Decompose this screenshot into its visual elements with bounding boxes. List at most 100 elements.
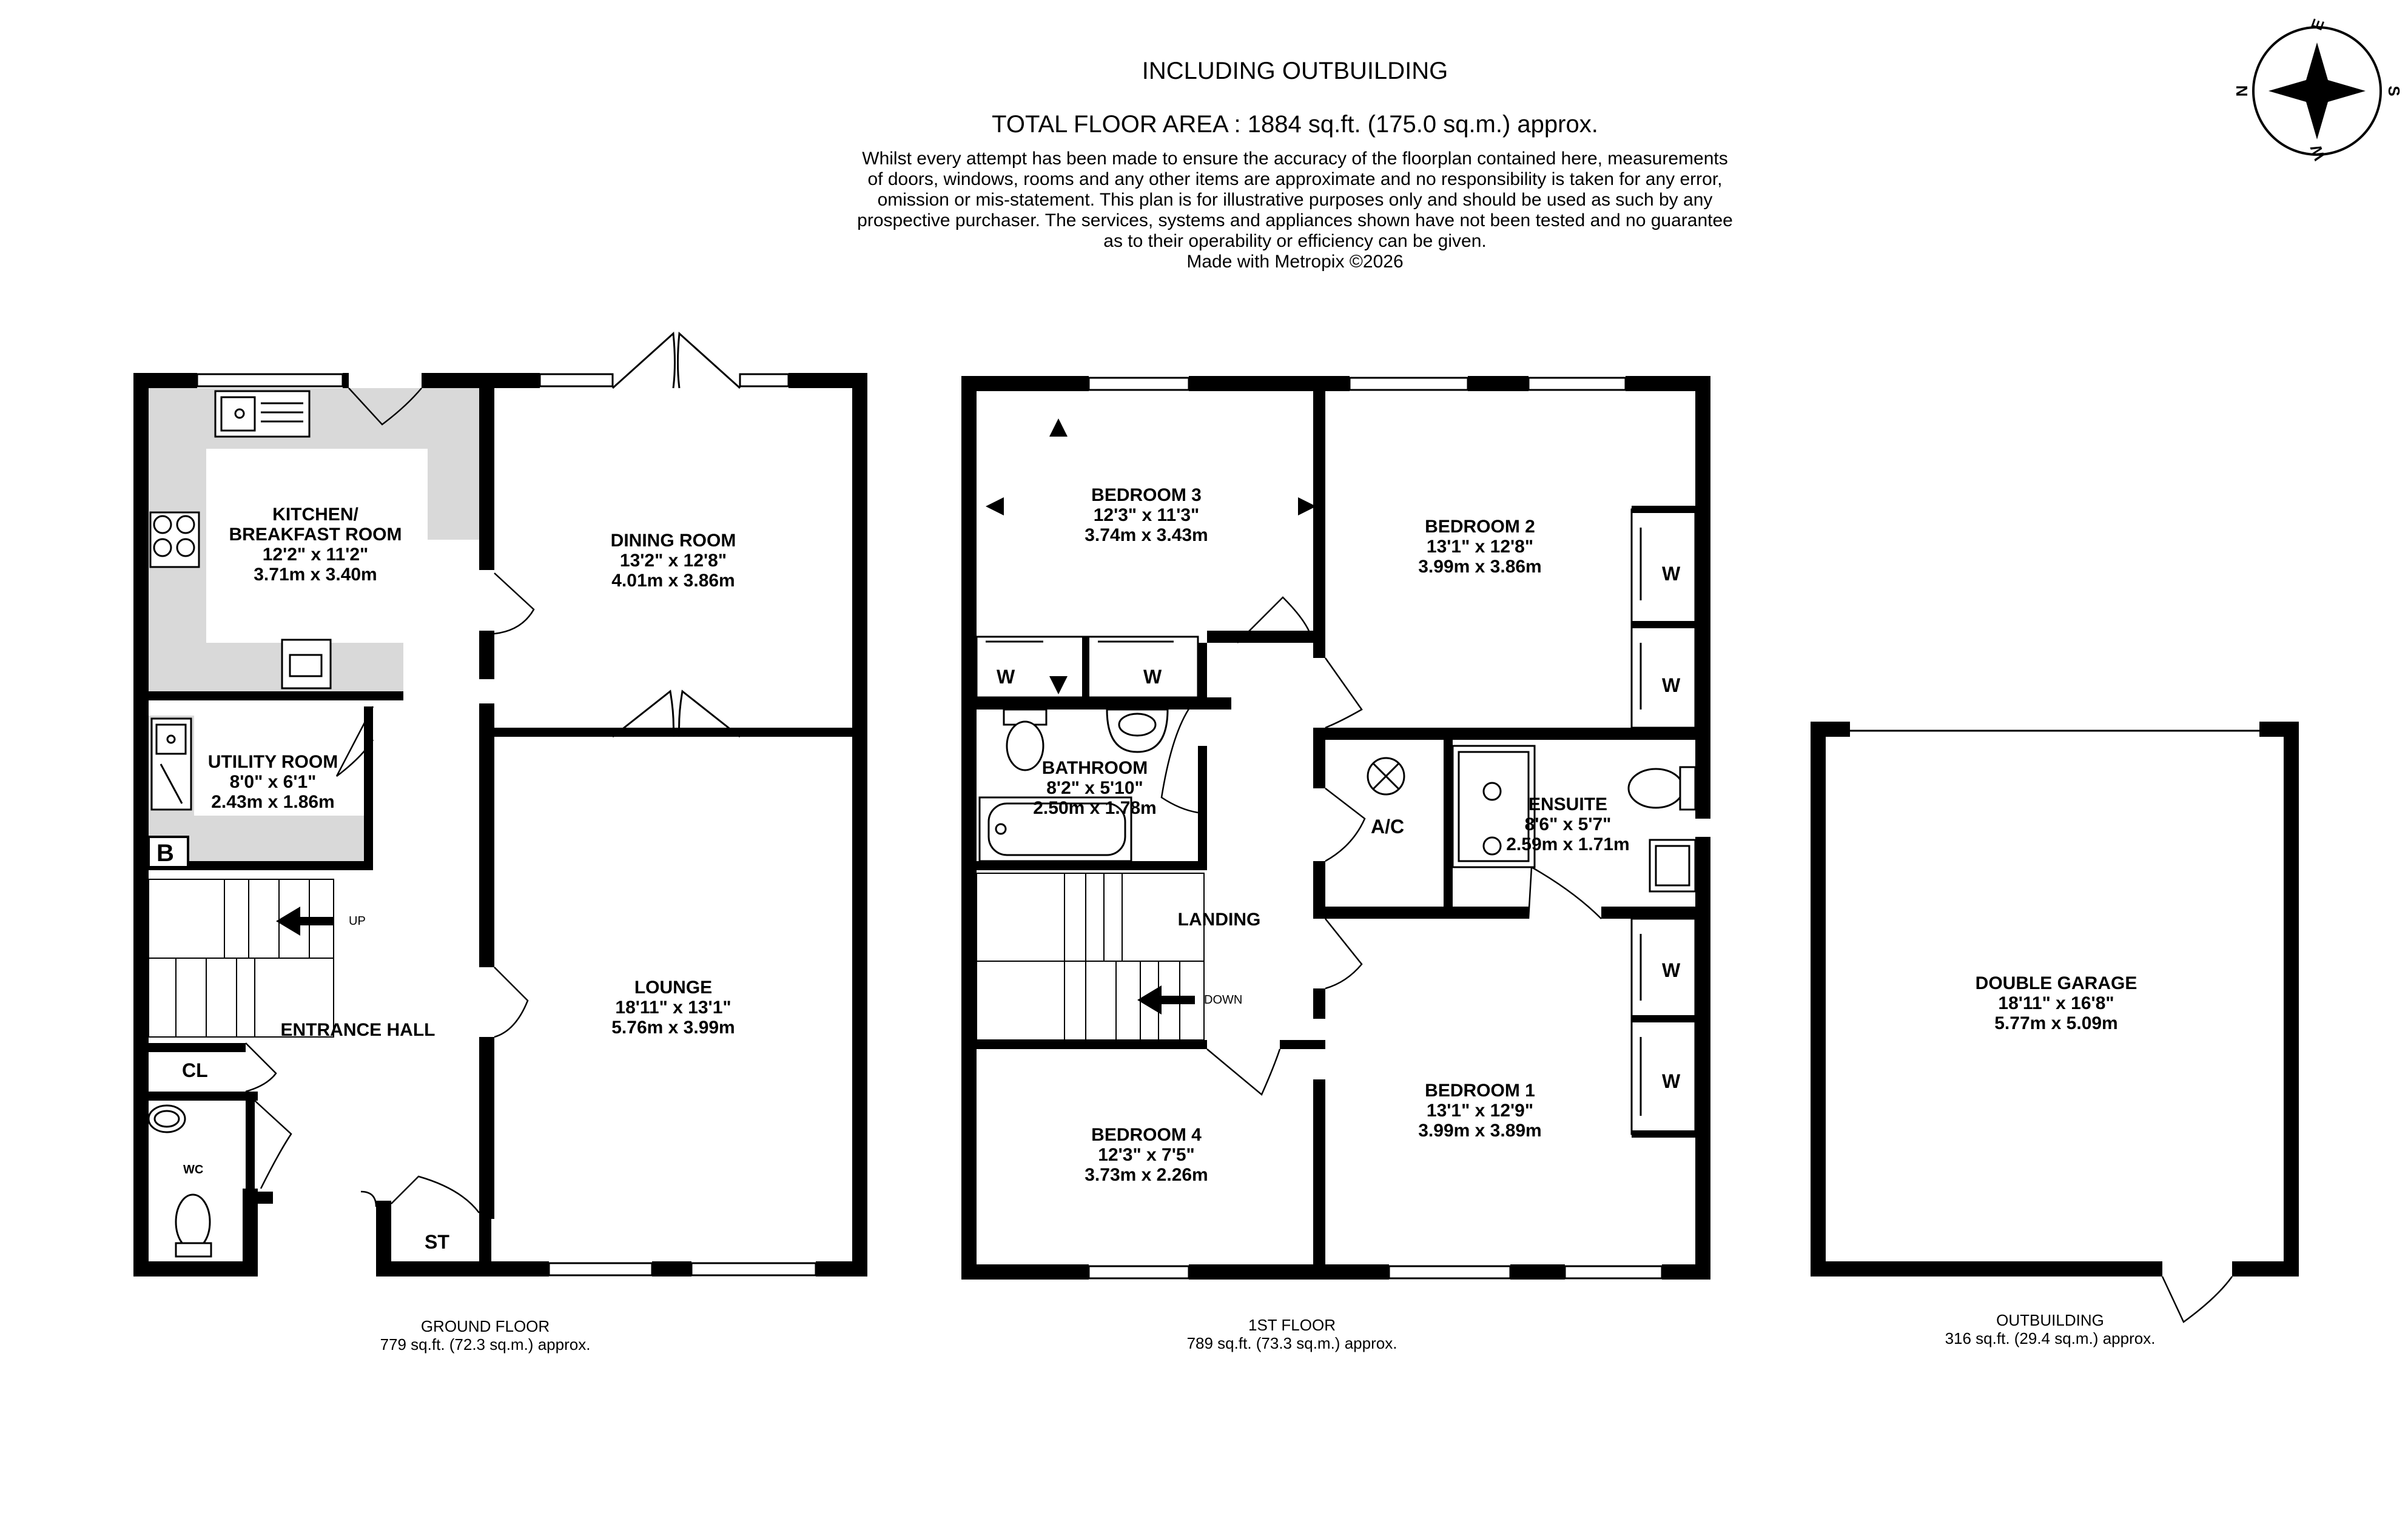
first-windows <box>962 377 1663 1280</box>
bedroom1-name: BEDROOM 1 <box>1425 1081 1535 1101</box>
bedroom1-metric: 3.99m x 3.89m <box>1418 1121 1542 1141</box>
entrance-hall-name: ENTRANCE HALL <box>280 1020 436 1040</box>
disclaimer-line: omission or mis-statement. This plan is … <box>877 190 1713 210</box>
ground-floor-area: 779 sq.ft. (72.3 sq.m.) approx. <box>380 1335 591 1354</box>
stairs-up-arrow <box>276 907 334 936</box>
ground-doors <box>245 387 535 1213</box>
ground-floor-plan <box>133 331 867 1276</box>
stairs-down-label: DOWN <box>1204 993 1243 1007</box>
utility-label: UTILITY ROOM 8'0" x 6'1" 2.43m x 1.86m <box>194 752 352 812</box>
bedroom3-label: BEDROOM 3 12'3" x 11'3" 3.74m x 3.43m <box>1055 485 1237 545</box>
bedroom2-label: BEDROOM 2 13'1" x 12'8" 3.99m x 3.86m <box>1389 517 1571 577</box>
ensuite-basin-icon <box>1649 839 1697 893</box>
bedroom1-wardrobes <box>1630 918 1697 1138</box>
lounge-imperial: 18'11" x 13'1" <box>615 998 731 1018</box>
total-floor-area: TOTAL FLOOR AREA : 1884 sq.ft. (175.0 sq… <box>992 111 1598 138</box>
bedroom3-wardrobes <box>975 636 1199 699</box>
cloak-cupboard-label: CL <box>182 1059 208 1081</box>
lounge-label: LOUNGE 18'11" x 13'1" 5.76m x 3.99m <box>582 978 764 1038</box>
airing-cupboard-label: A/C <box>1371 816 1405 837</box>
oven-icon <box>281 639 332 689</box>
hob-icon <box>149 511 200 568</box>
first-stairs <box>976 873 1205 1041</box>
bedroom4-metric: 3.73m x 2.26m <box>1085 1165 1208 1185</box>
ground-floor-name: GROUND FLOOR <box>420 1317 550 1335</box>
wardrobe-label: W <box>997 666 1015 688</box>
stairs-down-arrow <box>1137 985 1195 1015</box>
ensuite-name: ENSUITE <box>1528 794 1608 814</box>
first-inner-walls <box>977 391 1695 1280</box>
garage-side-door <box>2161 1276 2233 1323</box>
bedroom2-name: BEDROOM 2 <box>1425 517 1535 537</box>
compass-east: E <box>2307 16 2328 33</box>
bedroom1-label: BEDROOM 1 13'1" x 12'9" 3.99m x 3.89m <box>1389 1081 1571 1141</box>
bedroom3-imperial: 12'3" x 11'3" <box>1093 505 1200 525</box>
first-floor-area: 789 sq.ft. (73.3 sq.m.) approx. <box>1186 1334 1397 1352</box>
wc-label: WC <box>183 1163 204 1176</box>
ac-unit-icon <box>1367 757 1405 796</box>
first-outer-walls <box>961 376 1710 1280</box>
ground-windows <box>133 373 817 1276</box>
entrance-hall-label: ENTRANCE HALL <box>261 1020 455 1040</box>
disclaimer: Whilst every attempt has been made to en… <box>688 149 1902 272</box>
disclaimer-line: Whilst every attempt has been made to en… <box>862 149 1728 169</box>
first-floor-caption: 1ST FLOOR 789 sq.ft. (73.3 sq.m.) approx… <box>1122 1316 1462 1352</box>
garage-label: DOUBLE GARAGE 18'11" x 16'8" 5.77m x 5.0… <box>1959 973 2153 1033</box>
bathroom-toilet-icon <box>1003 708 1048 771</box>
lounge-name: LOUNGE <box>634 978 713 998</box>
bathroom-label: BATHROOM 8'2" x 5'10" 2.50m x 1.78m <box>1004 758 1186 818</box>
kitchen-name-1: KITCHEN/ <box>272 505 358 525</box>
wc-toilet-icon <box>175 1193 212 1258</box>
garage-imperial: 18'11" x 16'8" <box>1998 993 2114 1013</box>
disclaimer-line: as to their operability or efficiency ca… <box>1103 231 1487 251</box>
wc-basin-icon <box>147 1104 186 1133</box>
bedroom4-name: BEDROOM 4 <box>1091 1125 1202 1145</box>
bedroom1-imperial: 13'1" x 12'9" <box>1426 1101 1534 1121</box>
bedroom4-imperial: 12'3" x 7'5" <box>1098 1145 1195 1165</box>
dining-label: DINING ROOM 13'2" x 12'8" 4.01m x 3.86m <box>582 531 764 591</box>
garage-walls <box>1811 722 2299 1276</box>
dining-name: DINING ROOM <box>610 531 736 551</box>
wardrobe-label: W <box>1143 666 1162 688</box>
garage-name: DOUBLE GARAGE <box>1975 973 2137 993</box>
bathroom-imperial: 8'2" x 5'10" <box>1046 778 1143 798</box>
compass-south: S <box>2385 86 2403 96</box>
dining-imperial: 13'2" x 12'8" <box>619 551 727 571</box>
outbuilding-name: OUTBUILDING <box>1996 1311 2104 1329</box>
kitchen-metric: 3.71m x 3.40m <box>254 565 377 585</box>
ensuite-metric: 2.59m x 1.71m <box>1506 834 1630 854</box>
first-floor-plan <box>961 376 1710 1280</box>
ensuite-label: ENSUITE 8'6" x 5'7" 2.59m x 1.71m <box>1489 794 1647 854</box>
disclaimer-line: prospective purchaser. The services, sys… <box>857 210 1733 230</box>
compass-rose-icon: N E S W <box>2233 16 2403 163</box>
boiler-icon <box>147 836 189 868</box>
utility-name: UTILITY ROOM <box>207 752 338 772</box>
shower-icon <box>1451 745 1536 868</box>
bedroom2-metric: 3.99m x 3.86m <box>1418 557 1542 577</box>
compass-north: N <box>2233 86 2251 97</box>
wardrobe-label: W <box>1662 563 1681 585</box>
bedroom3-arrows <box>986 418 1316 694</box>
plan-title: INCLUDING OUTBUILDING <box>1142 58 1448 84</box>
kitchen-imperial: 12'2" x 11'2" <box>262 545 369 565</box>
utility-sink-icon <box>150 717 192 811</box>
bathroom-name: BATHROOM <box>1041 758 1148 778</box>
lounge-metric: 5.76m x 3.99m <box>611 1018 735 1038</box>
bathroom-basin-icon <box>1106 708 1169 753</box>
kitchen-name-2: BREAKFAST ROOM <box>229 525 402 545</box>
wardrobe-label: W <box>1662 674 1681 696</box>
first-floor-name: 1ST FLOOR <box>1248 1316 1336 1334</box>
outbuilding-area: 316 sq.ft. (29.4 sq.m.) approx. <box>1945 1329 2156 1347</box>
ground-outer-walls <box>133 373 867 1276</box>
outbuilding-caption: OUTBUILDING 316 sq.ft. (29.4 sq.m.) appr… <box>1880 1311 2220 1347</box>
landing-name: LANDING <box>1177 910 1261 930</box>
wardrobe-label: W <box>1662 959 1681 981</box>
outbuilding-plan <box>1811 722 2299 1323</box>
wardrobe-label: W <box>1662 1070 1681 1092</box>
garage-metric: 5.77m x 5.09m <box>1994 1013 2118 1033</box>
store-label: ST <box>425 1231 449 1253</box>
landing-label: LANDING <box>1159 910 1280 930</box>
bathroom-metric: 2.50m x 1.78m <box>1033 798 1157 818</box>
utility-metric: 2.43m x 1.86m <box>211 792 335 812</box>
